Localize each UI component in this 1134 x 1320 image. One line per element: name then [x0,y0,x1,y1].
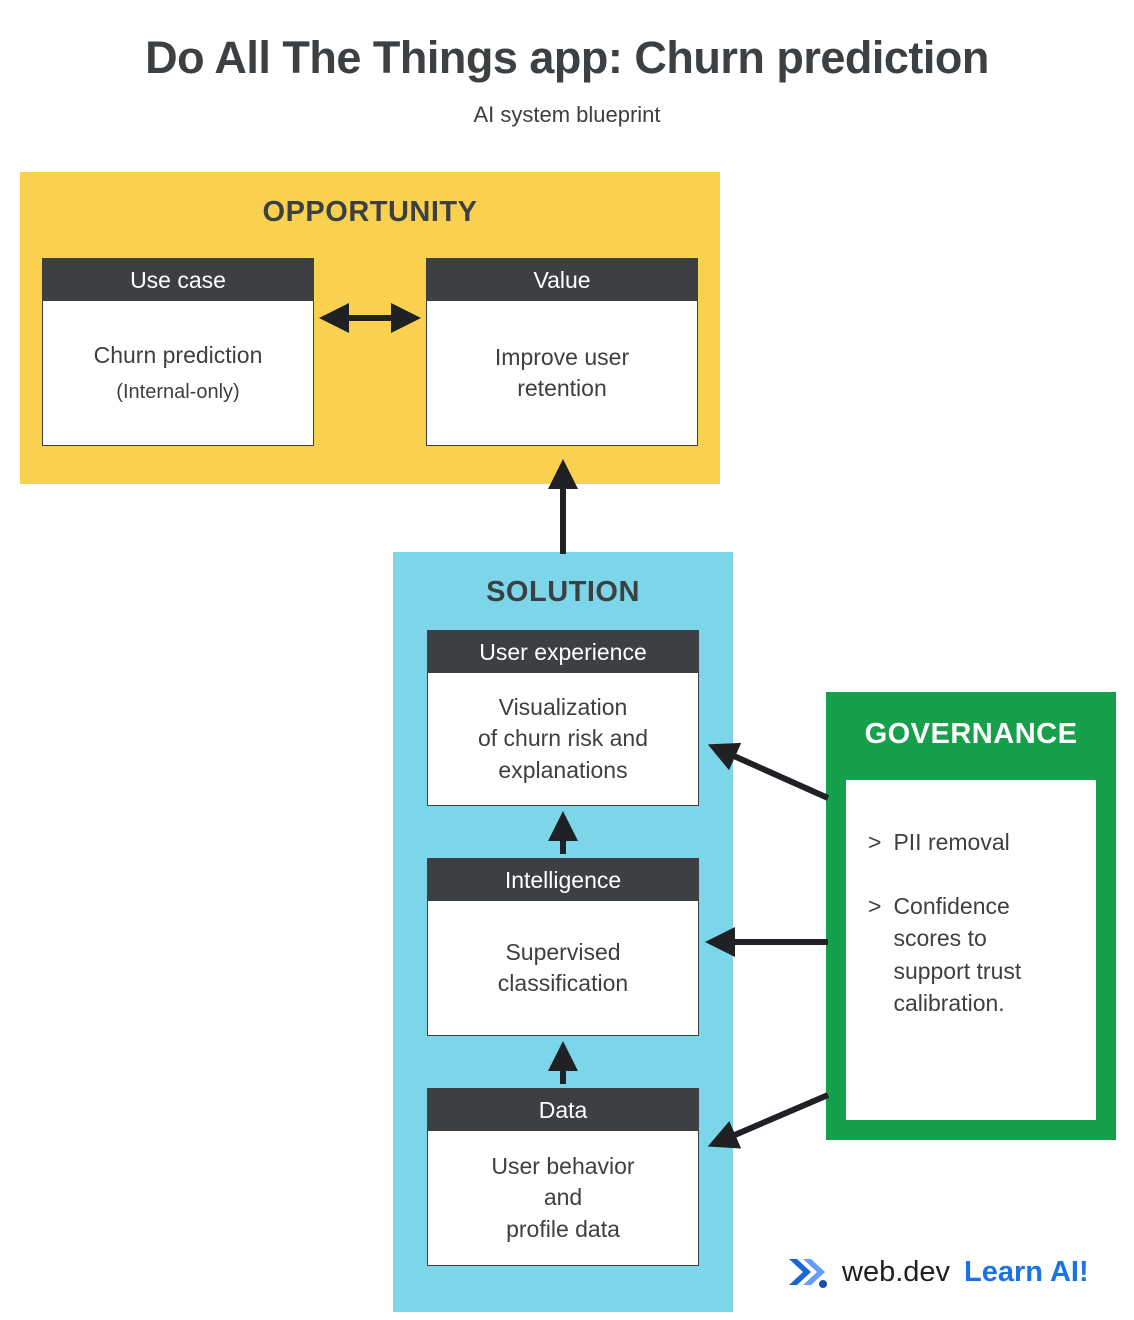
intelligence-card-body: Supervised classification [497,938,629,996]
data-card-body: User behavior and profile data [491,1153,635,1242]
footer-branding: web.dev Learn AI! [788,1248,1089,1296]
solution-zone: SOLUTION User experience Visualization o… [393,552,733,1312]
webdev-wordmark: web.dev [842,1255,951,1288]
opportunity-zone: OPPORTUNITY Use case Churn prediction (I… [20,172,720,484]
governance-item-confidence: > Confidence scores to support trust cal… [868,890,1080,1019]
page-title: Do All The Things app: Churn prediction [145,32,989,83]
page-subtitle: AI system blueprint [473,102,661,127]
solution-label: SOLUTION [486,576,640,608]
learn-ai-link[interactable]: Learn AI! [964,1255,1089,1288]
value-card: Value Improve user retention [426,258,698,446]
value-card-body: Improve user retention [494,343,630,401]
governance-item-text: Confidence scores to support trust calib… [893,893,1022,1016]
webdev-logo-icon [789,1259,827,1288]
data-card: Data User behavior and profile data [427,1088,699,1266]
bullet-marker: > [868,829,882,855]
governance-item-text: PII removal [893,829,1010,855]
use-case-note: (Internal-only) [116,381,240,404]
user-experience-card: User experience Visualization of churn r… [427,630,699,806]
governance-zone: GOVERNANCE > PII removal > Confidence sc… [826,692,1116,1140]
governance-label: GOVERNANCE [864,718,1078,750]
intelligence-card-header: Intelligence [428,859,698,901]
user-experience-card-body: Visualization of churn risk and explanat… [477,694,649,783]
intelligence-card: Intelligence Supervised classification [427,858,699,1036]
governance-panel: > PII removal > Confidence scores to sup… [846,780,1096,1120]
opportunity-label: OPPORTUNITY [262,196,478,228]
user-experience-card-header: User experience [428,631,698,673]
use-case-card-header: Use case [43,259,313,301]
bullet-marker: > [868,893,882,920]
use-case-text: Churn prediction [93,341,263,368]
data-card-header: Data [428,1089,698,1131]
governance-item-pii: > PII removal [868,826,1080,858]
value-card-header: Value [427,259,697,301]
use-case-card: Use case Churn prediction (Internal-only… [42,258,314,446]
use-case-card-body: Churn prediction (Internal-only) [43,301,313,445]
